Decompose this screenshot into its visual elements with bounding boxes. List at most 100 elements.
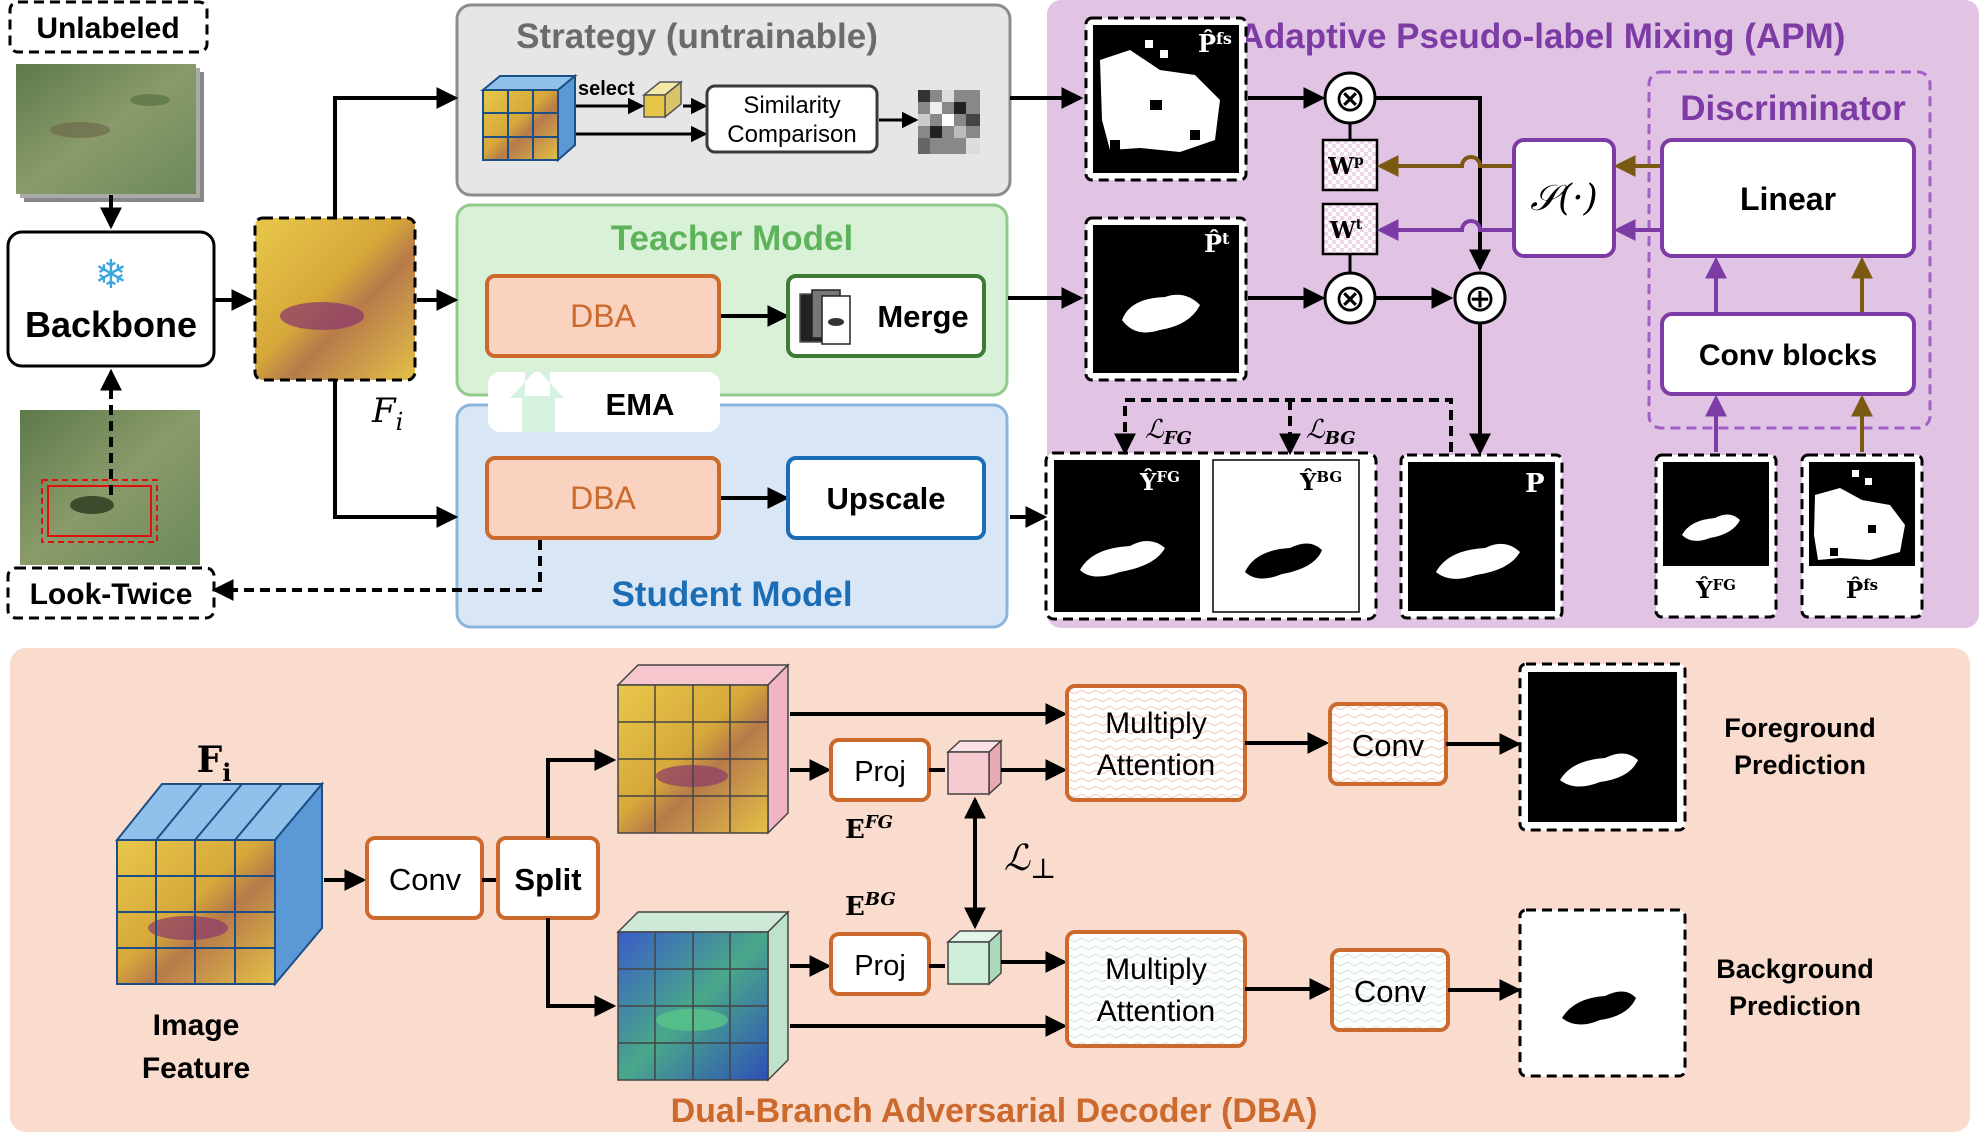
linear-label: Linear xyxy=(1740,181,1836,217)
mult-att-bg-line2: Attention xyxy=(1097,995,1215,1028)
merge-icon xyxy=(799,289,851,345)
conv-blocks-label: Conv blocks xyxy=(1699,339,1877,372)
disc-yfg-image xyxy=(1663,462,1769,566)
wt-label: Wt xyxy=(1329,217,1363,244)
fg-pred-line1: Foreground xyxy=(1724,713,1875,743)
pt-label: P̂t xyxy=(1204,229,1230,258)
arrow-split-fg xyxy=(546,749,617,838)
strategy-feature-cube xyxy=(480,73,578,163)
conv-fg-label: Conv xyxy=(1352,728,1425,763)
image-feature-line2: Feature xyxy=(142,1052,250,1085)
s-func-label: 𝒮(·) xyxy=(1530,178,1597,219)
linear-box xyxy=(1660,138,1916,258)
merge-label: Merge xyxy=(877,299,968,334)
mult-att-fg-line2: Attention xyxy=(1097,749,1215,782)
unlabeled-tag xyxy=(8,0,209,54)
arrow-student-looktwice xyxy=(211,540,542,601)
fg-feature-cube xyxy=(616,663,790,835)
similarity-box xyxy=(705,84,879,154)
bg-pred-image xyxy=(1528,918,1677,1068)
efg-label: EFG xyxy=(845,812,893,845)
loss-perp-label: ℒ⊥ xyxy=(1004,838,1056,885)
yfg-image xyxy=(1054,460,1200,612)
arrow-feature-strategy xyxy=(333,87,459,218)
dba-feature-cube xyxy=(114,781,325,987)
arrow-mult-add-top xyxy=(1375,96,1491,272)
ybg-label: ŶBG xyxy=(1299,468,1342,496)
backbone-box xyxy=(6,230,216,368)
mult-att-bg-box xyxy=(1065,930,1247,1048)
arrow-s-wt xyxy=(1376,219,1512,241)
ybg-image xyxy=(1212,459,1360,613)
similarity-line2: Comparison xyxy=(727,121,856,148)
ema-label: EMA xyxy=(606,387,675,422)
s-func-box xyxy=(1512,138,1616,258)
unlabeled-image xyxy=(16,64,204,202)
mult-pt-sym: ⊗ xyxy=(1334,278,1366,320)
strategy-title: Strategy (untrainable) xyxy=(516,17,878,56)
unlabeled-label: Unlabeled xyxy=(36,12,179,45)
p-label: P xyxy=(1525,469,1545,499)
upscale-label: Upscale xyxy=(827,481,946,516)
disc-yfg-label: ŶFG xyxy=(1695,576,1736,604)
bg-feature-cube xyxy=(616,910,790,1082)
selected-vector xyxy=(641,80,684,119)
fg-pred-line2: Prediction xyxy=(1734,750,1866,780)
mult-att-fg-line1: Multiply xyxy=(1105,707,1207,740)
mult-att-bg-line1: Multiply xyxy=(1105,953,1207,986)
feature-fi-label: Fi xyxy=(371,391,403,436)
arrow-feature-student xyxy=(333,380,459,528)
conv-bg-label: Conv xyxy=(1354,974,1427,1009)
dba-conv-label: Conv xyxy=(389,862,462,897)
y-pair-frame xyxy=(1044,451,1378,621)
bg-pred-line1: Background xyxy=(1716,954,1874,984)
ema-arrow-icon xyxy=(510,369,564,398)
image-feature-line1: Image xyxy=(153,1009,240,1042)
ebg-cube xyxy=(946,929,1003,986)
conv-blocks-box xyxy=(1660,312,1916,396)
p-image xyxy=(1408,462,1555,611)
teacher-dba-label: DBA xyxy=(570,298,636,334)
upscale-box xyxy=(786,456,986,540)
backbone-label: Backbone xyxy=(25,304,197,345)
arrow-split-bg xyxy=(546,918,617,1017)
student-dba-box xyxy=(485,456,721,540)
pfs-image xyxy=(1093,25,1239,173)
disc-pfs-image xyxy=(1809,462,1915,566)
fg-pred-image xyxy=(1528,672,1677,822)
feature-map-fi xyxy=(253,216,417,382)
wp-label: Wp xyxy=(1327,153,1364,180)
loss-bg-label: ℒBG xyxy=(1306,415,1356,449)
split-label: Split xyxy=(514,862,581,897)
bg-pred-line2: Prediction xyxy=(1729,991,1861,1021)
pfs-label: P̂fs xyxy=(1198,29,1232,58)
look-twice-tag xyxy=(6,566,216,620)
pt-image xyxy=(1093,225,1239,373)
add-sym: ⊕ xyxy=(1464,278,1496,320)
ema-arrow-stem xyxy=(522,396,555,432)
wp-box xyxy=(1321,138,1379,192)
student-title: Student Model xyxy=(611,575,852,614)
select-label: select xyxy=(578,78,635,100)
yfg-label: ŶFG xyxy=(1139,468,1180,496)
similarity-line1: Similarity xyxy=(743,92,840,119)
teacher-dba-box xyxy=(485,274,721,358)
ebg-label: EBG xyxy=(845,889,896,922)
student-dba-label: DBA xyxy=(570,480,636,516)
dba-title: Dual-Branch Adversarial Decoder (DBA) xyxy=(671,1092,1318,1130)
snowflake-icon: ❄ xyxy=(94,253,128,297)
mult-att-fg-box xyxy=(1065,684,1247,802)
loss-fg-label: ℒFG xyxy=(1145,415,1192,449)
apm-title: Adaptive Pseudo-label Mixing (APM) xyxy=(1239,17,1846,56)
dba-panel xyxy=(10,648,1970,1132)
dba-fi-label: Fi xyxy=(197,739,232,787)
mult-pfs-sym: ⊗ xyxy=(1334,78,1366,120)
similarity-map xyxy=(918,90,980,154)
discriminator-title: Discriminator xyxy=(1680,89,1906,128)
proj-bg-label: Proj xyxy=(854,950,906,982)
look-twice-label: Look-Twice xyxy=(30,578,193,611)
proj-fg-label: Proj xyxy=(854,756,906,788)
arrow-s-wp xyxy=(1376,155,1512,177)
efg-cube xyxy=(946,739,1003,796)
